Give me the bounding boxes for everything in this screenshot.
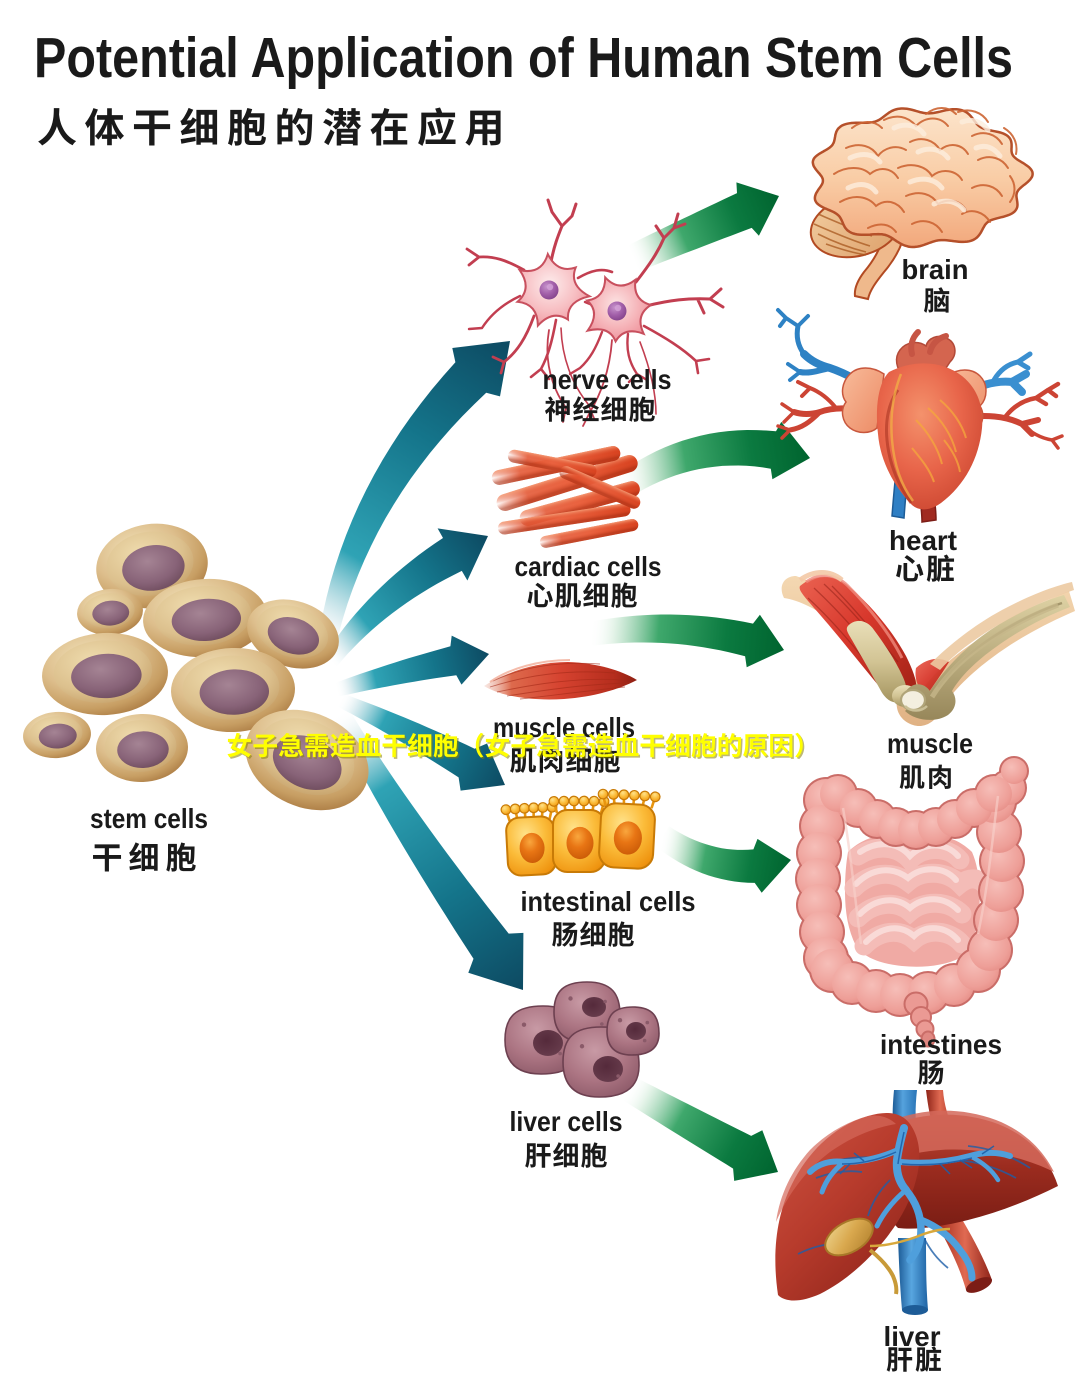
svg-text:liver: liver [884, 1321, 941, 1352]
svg-text:intestines: intestines [880, 1029, 1002, 1060]
svg-text:nerve cells: nerve cells [543, 364, 672, 395]
svg-text:brain: brain [902, 254, 969, 285]
svg-text:liver cells: liver cells [510, 1106, 623, 1137]
svg-text:heart: heart [889, 525, 957, 556]
svg-text:stem cells: stem cells [90, 803, 208, 834]
svg-text:cardiac cells: cardiac cells [515, 551, 662, 582]
svg-text:intestinal cells: intestinal cells [521, 886, 696, 917]
svg-text:Potential Application of Human: Potential Application of Human Stem Cell… [34, 26, 1013, 90]
svg-text:muscle: muscle [887, 728, 973, 759]
